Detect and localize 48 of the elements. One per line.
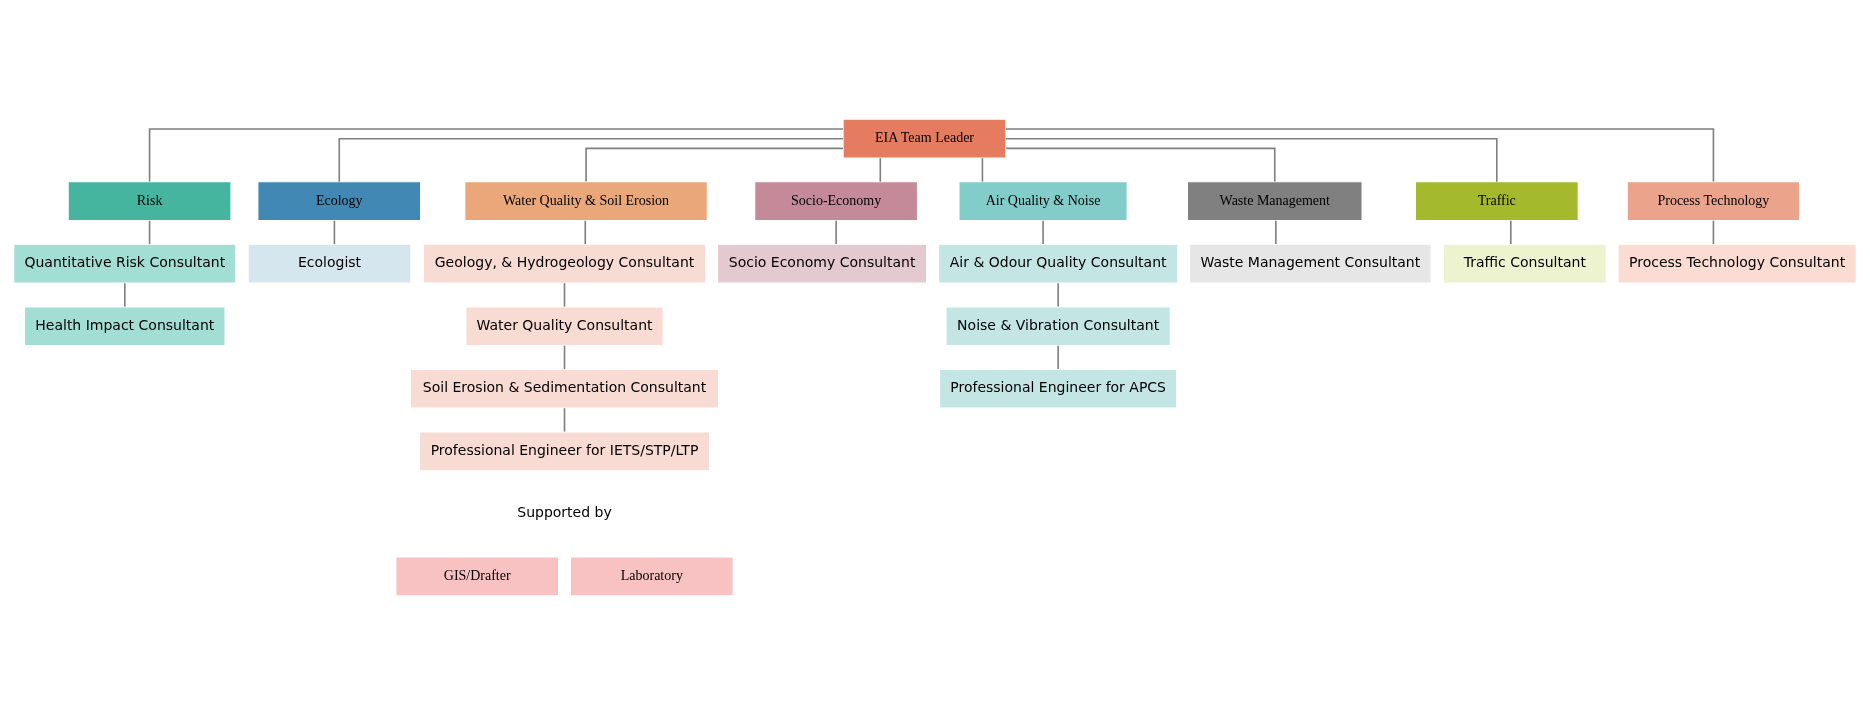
- node-box: Traffic: [1414, 181, 1579, 222]
- connector: [338, 137, 844, 183]
- node-box: Process Technology Consultant: [1617, 243, 1857, 284]
- node-box: Water Quality & Soil Erosion: [464, 181, 708, 222]
- connector: [1275, 219, 1277, 245]
- node-box: Noise & Vibration Consultant: [945, 306, 1171, 347]
- connector: [123, 282, 126, 308]
- connector: [584, 219, 587, 245]
- connector: [1005, 147, 1276, 183]
- node-box: EIA Team Leader: [842, 118, 1007, 159]
- connector: [333, 219, 336, 245]
- node-box: Ecology: [257, 181, 422, 222]
- node-box: Water Quality Consultant: [465, 306, 664, 347]
- node-box: Traffic Consultant: [1442, 243, 1607, 284]
- connector: [148, 219, 151, 245]
- node-box: Health Impact Consultant: [24, 306, 226, 347]
- connector: [148, 128, 844, 183]
- node-box: Air Quality & Noise: [958, 181, 1128, 222]
- node-box: Socio Economy Consultant: [717, 243, 928, 284]
- node-box: GIS/Drafter: [395, 556, 560, 597]
- node-box: Ecologist: [247, 243, 412, 284]
- connector: [1057, 344, 1059, 370]
- node-box: Soil Erosion & Sedimentation Consultant: [409, 368, 720, 409]
- connector: [563, 407, 566, 433]
- connector: [1057, 282, 1059, 308]
- connector: [879, 157, 882, 183]
- connector: [1005, 128, 1715, 183]
- connector: [981, 157, 984, 183]
- label: Supported by: [517, 504, 612, 521]
- node-box: Waste Management Consultant: [1189, 243, 1432, 284]
- node-box: Socio-Economy: [754, 181, 919, 222]
- node-box: Geology, & Hydrogeology Consultant: [422, 243, 707, 284]
- node-box: Waste Management: [1186, 181, 1363, 222]
- node-box: Laboratory: [569, 556, 734, 597]
- node-box: Quantitative Risk Consultant: [13, 243, 237, 284]
- node-box: Professional Engineer for IETS/STP/LTP: [419, 431, 710, 472]
- connector: [1042, 219, 1044, 245]
- node-box: Professional Engineer for APCS: [939, 368, 1178, 409]
- node-box: Air & Odour Quality Consultant: [937, 243, 1179, 284]
- connector: [585, 147, 844, 183]
- node-box: Process Technology: [1626, 181, 1801, 222]
- connector: [563, 282, 566, 308]
- node-box: Risk: [67, 181, 232, 222]
- connector: [1712, 219, 1715, 245]
- connector: [563, 344, 566, 370]
- connector: [1510, 219, 1512, 245]
- connector: [1005, 137, 1498, 183]
- connector: [835, 219, 837, 245]
